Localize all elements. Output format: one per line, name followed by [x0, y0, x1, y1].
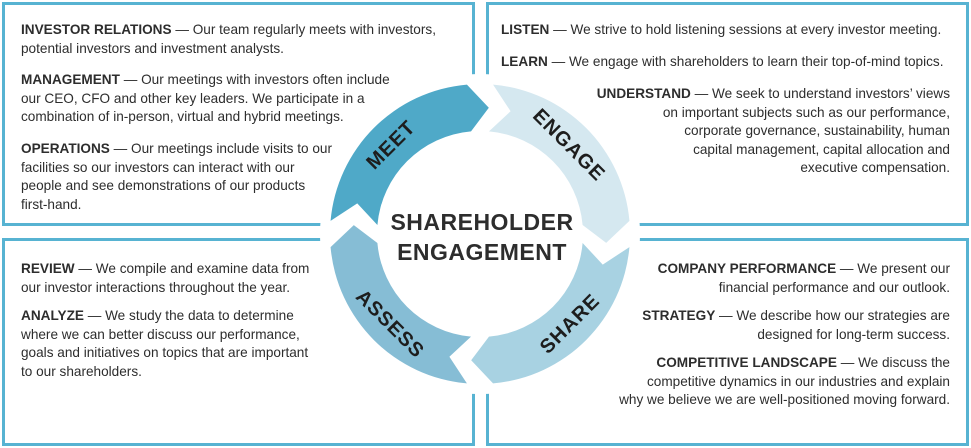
- paragraph-investor-relations: INVESTOR RELATIONS — Our team regularly …: [21, 21, 451, 58]
- segment-share: [471, 242, 630, 384]
- para-line: capital management, capital allocation a…: [693, 141, 950, 157]
- para-line: why we believe we are well-positioned mo…: [619, 392, 950, 407]
- para-line: financial performance and our outlook.: [718, 279, 950, 295]
- para-line: potential investors and investment analy…: [21, 40, 284, 56]
- para-title: LISTEN: [501, 22, 550, 37]
- para-line: on important subjects such as our perfor…: [662, 104, 950, 120]
- para-title: ANALYZE: [21, 308, 84, 323]
- para-title: MANAGEMENT: [21, 72, 120, 87]
- para-line: — We study the data to determine: [83, 308, 294, 323]
- para-line: — We seek to understand investors’ views: [690, 86, 950, 101]
- para-line: facilities so our investors can interact…: [21, 159, 295, 175]
- para-line: our CEO, CFO and other key leaders. We p…: [21, 90, 365, 106]
- para-line: competitive dynamics in our industries a…: [647, 373, 950, 389]
- paragraph-learn: LEARN — We engage with shareholders to l…: [501, 53, 971, 72]
- para-title: STRATEGY: [642, 308, 716, 323]
- para-line: where we can better discuss our performa…: [21, 326, 300, 342]
- paragraph-review: REVIEW — We compile and examine data fro…: [21, 260, 451, 297]
- para-title: UNDERSTAND: [596, 86, 691, 101]
- center-title-line1: SHAREHOLDER: [390, 209, 573, 235]
- para-line: — We describe how our strategies are: [715, 308, 950, 323]
- para-line: executive compensation.: [800, 160, 950, 175]
- center-title-line2: ENGAGEMENT: [397, 239, 567, 265]
- paragraph-analyze: ANALYZE — We study the data to determine…: [21, 307, 451, 381]
- paragraph-strategy: STRATEGY — We describe how our strategie…: [642, 307, 950, 344]
- para-line: — We compile and examine data from: [74, 261, 310, 276]
- para-line: — Our meetings with investors often incl…: [119, 72, 390, 87]
- para-line: to our shareholders.: [21, 363, 142, 379]
- para-line: — We discuss the: [836, 355, 950, 370]
- para-line: combination of in-person, virtual and hy…: [21, 109, 344, 124]
- para-title: LEARN: [501, 54, 548, 69]
- paragraph-listen: LISTEN — We strive to hold listening ses…: [501, 21, 971, 40]
- paragraph-operations: OPERATIONS — Our meetings include visits…: [21, 140, 451, 214]
- para-line: goals and initiatives on topics that are…: [21, 345, 309, 360]
- para-title: COMPANY PERFORMANCE: [657, 261, 837, 276]
- paragraph-management: MANAGEMENT — Our meetings with investors…: [21, 71, 451, 127]
- engagement-cycle: MEET ENGAGE SHARE ASSESS SHAREHOLDER ENG…: [320, 74, 640, 394]
- para-title: COMPETITIVE LANDSCAPE: [656, 355, 837, 370]
- segment-meet: [330, 84, 489, 226]
- para-title: OPERATIONS: [21, 141, 110, 156]
- para-line: — We present our: [836, 261, 950, 276]
- para-line: first-hand.: [21, 196, 82, 212]
- para-line: corporate governance, sustainability, hu…: [684, 123, 950, 138]
- paragraph-company-performance: COMPANY PERFORMANCE — We present our fin…: [658, 260, 950, 297]
- para-title: INVESTOR RELATIONS: [21, 22, 172, 37]
- para-line: — We engage with shareholders to learn t…: [547, 54, 944, 69]
- para-line: designed for long-term success.: [757, 326, 950, 342]
- paragraph-competitive-landscape: COMPETITIVE LANDSCAPE — We discuss the c…: [619, 354, 950, 410]
- para-line: our investor interactions throughout the…: [21, 279, 291, 295]
- segment-engage: [488, 84, 630, 243]
- para-line: — Our meetings include visits to our: [109, 141, 332, 156]
- para-line: — Our team regularly meets with investor…: [171, 22, 436, 37]
- para-line: — We strive to hold listening sessions a…: [549, 22, 942, 37]
- para-line: people and see demonstrations of our pro…: [21, 178, 306, 193]
- paragraph-understand: UNDERSTAND — We seek to understand inves…: [597, 85, 950, 178]
- segment-assess: [330, 225, 472, 384]
- para-title: REVIEW: [21, 261, 75, 276]
